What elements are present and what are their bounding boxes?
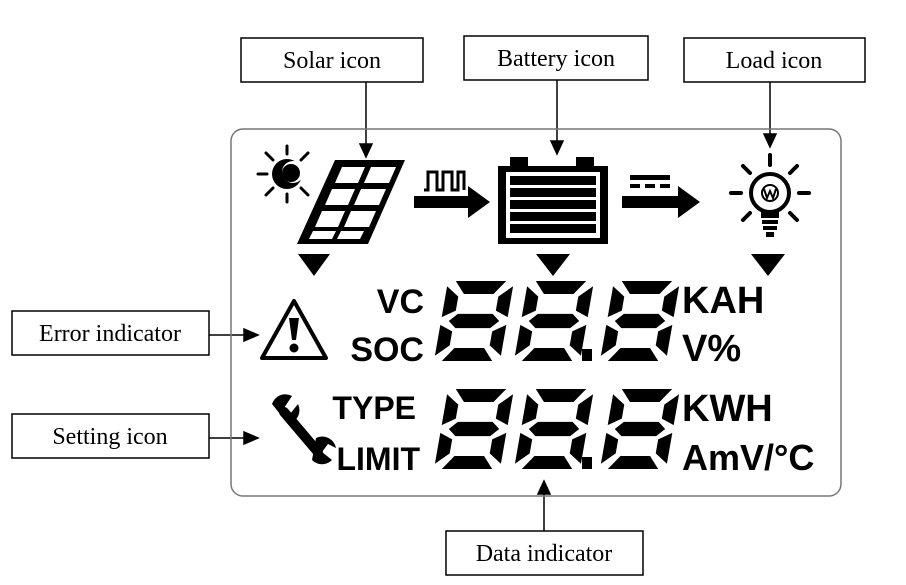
unit-kah: KAH xyxy=(682,280,764,322)
segment-b xyxy=(575,394,594,426)
segment-f xyxy=(441,394,459,426)
segment-g xyxy=(614,421,666,437)
callout-solar-label: Solar icon xyxy=(283,48,381,74)
segment-e xyxy=(514,432,533,464)
segment-e xyxy=(434,324,453,356)
segment-a xyxy=(455,281,507,294)
segment-b xyxy=(575,286,594,318)
light-bulb-icon xyxy=(729,153,811,237)
pulse-arrow-icon xyxy=(414,170,490,218)
segment-e xyxy=(514,324,533,356)
callout-data: Data indicator xyxy=(445,530,644,576)
leader-solar-head xyxy=(358,143,374,159)
segment-b xyxy=(661,394,680,426)
segment-d xyxy=(521,456,573,469)
seven-segment-digit xyxy=(514,389,594,469)
segment-c xyxy=(569,324,587,356)
segment-e xyxy=(434,432,453,464)
segment-d xyxy=(607,348,659,361)
segment-b xyxy=(661,286,680,318)
segment-f xyxy=(521,394,539,426)
segment-e xyxy=(600,432,619,464)
segment-g xyxy=(614,313,666,329)
unit-v-percent: V% xyxy=(682,328,741,370)
segment-c xyxy=(655,432,673,464)
callout-solar: Solar icon xyxy=(240,37,424,83)
segment-d xyxy=(441,348,493,361)
segment-a xyxy=(535,281,587,294)
segment-b xyxy=(495,394,514,426)
unit-kwh: KWH xyxy=(682,388,773,430)
segment-f xyxy=(441,286,459,318)
segment-b xyxy=(495,286,514,318)
label-soc: SOC xyxy=(350,331,424,369)
callout-battery-label: Battery icon xyxy=(497,46,615,72)
status-triangles xyxy=(298,254,785,276)
data-digits-row2 xyxy=(434,389,680,469)
callout-setting: Setting icon xyxy=(11,413,210,459)
seven-segment-digit xyxy=(600,281,680,361)
callout-battery: Battery icon xyxy=(463,35,649,81)
segment-a xyxy=(455,389,507,402)
load-status-triangle xyxy=(751,254,785,276)
leader-setting-head xyxy=(243,430,260,446)
seven-segment-digit xyxy=(434,389,514,469)
segment-c xyxy=(569,432,587,464)
segment-a xyxy=(621,281,673,294)
leader-data-head xyxy=(536,479,552,495)
callout-load: Load icon xyxy=(683,37,866,83)
wrench-icon xyxy=(272,394,336,465)
dc-arrow-icon xyxy=(622,175,700,218)
segment-g xyxy=(448,313,500,329)
segment-g xyxy=(528,421,580,437)
seven-segment-digit xyxy=(514,281,594,361)
seven-segment-digit xyxy=(434,281,514,361)
segment-f xyxy=(521,286,539,318)
segment-d xyxy=(607,456,659,469)
callout-setting-label: Setting icon xyxy=(52,424,167,450)
seven-segment-digit xyxy=(600,389,680,469)
leader-load-head xyxy=(762,133,778,149)
segment-g xyxy=(528,313,580,329)
solar-panel-icon xyxy=(297,160,405,244)
leader-error-head xyxy=(243,327,260,343)
callout-load-label: Load icon xyxy=(726,48,823,74)
unit-amv-celsius: AmV/°C xyxy=(682,437,814,478)
segment-d xyxy=(441,456,493,469)
segment-f xyxy=(607,286,625,318)
segment-c xyxy=(489,432,507,464)
battery-status-triangle xyxy=(536,254,570,276)
warning-icon xyxy=(260,299,328,360)
leader-arrows xyxy=(209,80,778,531)
battery-icon xyxy=(498,157,608,244)
segment-d xyxy=(521,348,573,361)
data-digits-row1 xyxy=(434,281,680,361)
segment-g xyxy=(448,421,500,437)
decimal-point xyxy=(582,349,592,361)
decimal-point xyxy=(582,457,592,469)
segment-a xyxy=(621,389,673,402)
label-type: TYPE xyxy=(332,390,416,426)
label-vc: VC xyxy=(377,283,424,321)
segment-e xyxy=(600,324,619,356)
callout-error: Error indicator xyxy=(11,310,210,356)
solar-status-triangle xyxy=(298,254,330,276)
lcd-frame xyxy=(230,128,842,497)
segment-c xyxy=(489,324,507,356)
label-limit: LIMIT xyxy=(336,441,420,477)
callout-data-label: Data indicator xyxy=(476,541,613,567)
segment-f xyxy=(607,394,625,426)
callout-error-label: Error indicator xyxy=(39,321,181,347)
segment-a xyxy=(535,389,587,402)
sun-icon xyxy=(256,144,310,204)
leader-battery-head xyxy=(549,140,565,156)
segment-c xyxy=(655,324,673,356)
